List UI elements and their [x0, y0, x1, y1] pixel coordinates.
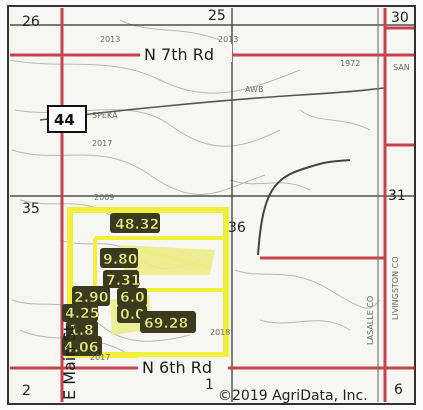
- faint-label: 2018: [210, 328, 230, 337]
- faint-label: 1972: [340, 59, 360, 68]
- faint-label: 2017: [92, 139, 112, 148]
- highway-number: 44: [54, 111, 75, 129]
- acre-label: 7.31: [106, 273, 141, 289]
- creek: [39, 87, 386, 121]
- acre-label: 9.80: [103, 252, 138, 268]
- road-label-east-small: SAN: [393, 63, 410, 72]
- acre-label: 6.0: [120, 290, 145, 306]
- road-label-north: N 7th Rd: [144, 45, 214, 64]
- acre-box: [100, 248, 138, 268]
- acre-label: 2.90: [74, 290, 109, 306]
- county-label: LIVINGSTON CO: [391, 256, 400, 320]
- road-label-west: E Main St: [60, 325, 79, 400]
- copyright-notice: ©2019 AgriData, Inc.: [218, 388, 368, 404]
- section-number: 25: [208, 8, 226, 24]
- acre-labels: 48.32 9.80 7.31 6.0 2.90 0.0 4.25 1.8 4.…: [62, 213, 196, 356]
- faint-label: 2013: [218, 35, 238, 44]
- section-number: 2: [22, 383, 31, 399]
- acre-box: [110, 213, 160, 233]
- road-label-south: N 6th Rd: [142, 358, 212, 377]
- acre-box: [62, 304, 98, 322]
- acre-box: [117, 305, 147, 323]
- faint-labels: 2013 2013 1972 SPEKA 2017 2009 2017 2018…: [90, 35, 360, 362]
- faint-label: 2009: [94, 193, 114, 202]
- acre-box: [62, 336, 102, 356]
- faint-label: SPEKA: [92, 111, 118, 120]
- acre-label: 69.28: [144, 316, 188, 332]
- acre-label: 4.06: [64, 340, 99, 356]
- acre-label: 1.8: [69, 323, 94, 339]
- acre-label: 0.0: [120, 307, 145, 323]
- acre-label: 48.32: [115, 217, 159, 233]
- section-number: 6: [394, 382, 403, 398]
- section-number: 26: [22, 14, 40, 30]
- acre-label: 4.25: [65, 306, 100, 322]
- faint-label: AWB: [245, 85, 263, 94]
- road-label-bg: [138, 357, 228, 375]
- section-number: 35: [22, 201, 40, 217]
- acre-box: [72, 286, 110, 306]
- section-number: 31: [388, 188, 406, 204]
- section-number: 1: [205, 377, 214, 393]
- highway-shield: [47, 105, 87, 133]
- faint-label: 2013: [100, 35, 120, 44]
- field-highlight: [120, 245, 215, 275]
- faint-label: 2017: [90, 353, 110, 362]
- acre-box: [140, 311, 196, 333]
- acre-box: [66, 321, 98, 339]
- acre-box: [103, 270, 139, 288]
- section-number: 36: [228, 220, 246, 236]
- stream: [257, 159, 351, 256]
- section-number: 30: [391, 10, 409, 26]
- county-label: LASALLE CO: [366, 296, 375, 345]
- acre-box: [117, 288, 147, 306]
- road-label-bg: [140, 44, 232, 62]
- section-numbers: 26 25 30 35 36 31 2 1 6: [22, 8, 409, 399]
- section-lines: [10, 8, 414, 402]
